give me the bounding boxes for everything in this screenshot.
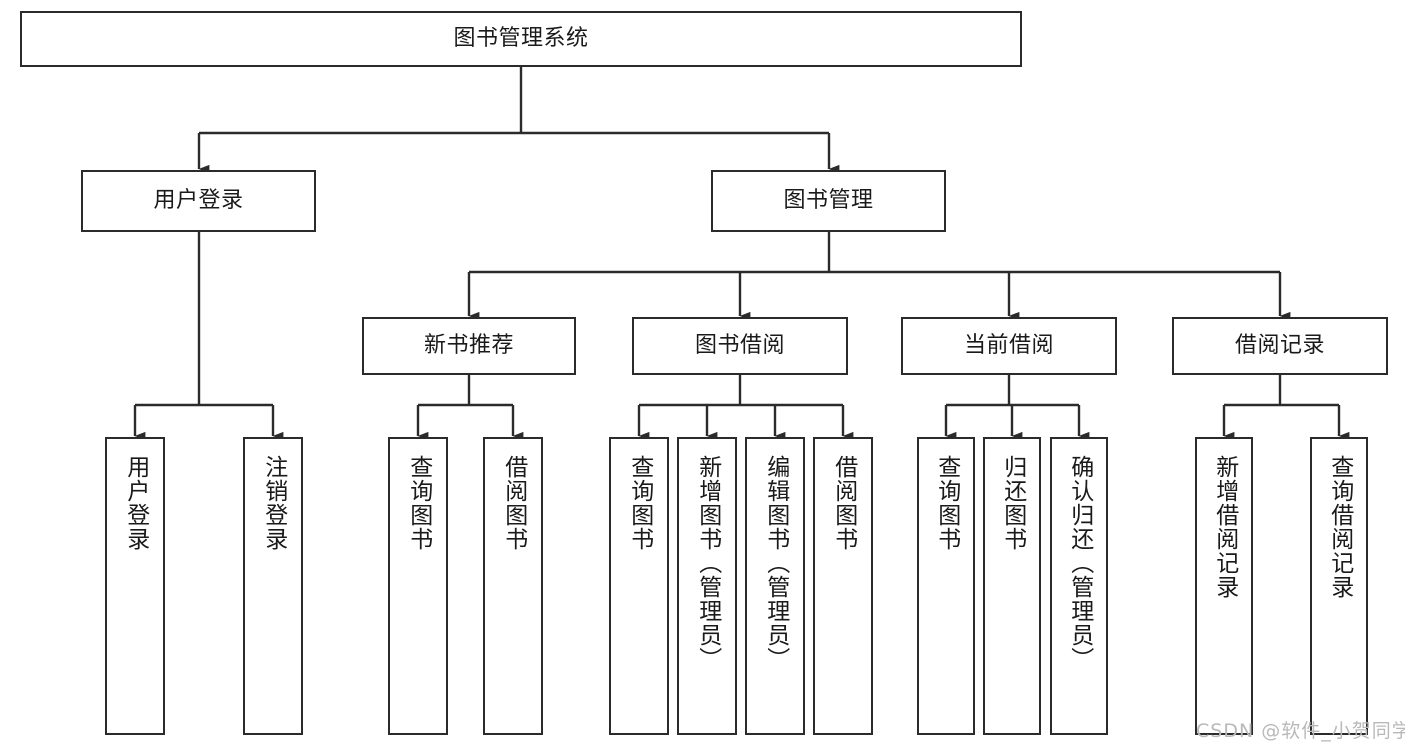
leaf-current-query-label: 查询图书 [933,455,960,551]
node-borrow-record[interactable]: 借阅记录 [1172,317,1388,375]
leaf-record-query-label: 查询借阅记录 [1326,455,1353,599]
leaf-current-confirm[interactable]: 确认归还（管理员） [1050,437,1108,735]
leaf-current-return-label: 归还图书 [999,455,1026,551]
node-user-login-label: 用户登录 [153,188,244,214]
leaf-logout[interactable]: 注销登录 [243,437,303,735]
leaf-borrow-edit-label: 编辑图书（管理员） [762,455,789,671]
node-new-book-recommend[interactable]: 新书推荐 [362,317,576,375]
leaf-user-login[interactable]: 用户登录 [105,437,165,735]
leaf-current-query[interactable]: 查询图书 [917,437,975,735]
leaf-current-return[interactable]: 归还图书 [983,437,1041,735]
leaf-user-login-label: 用户登录 [122,455,149,551]
leaf-borrow-borrow-label: 借阅图书 [830,455,857,551]
node-user-login[interactable]: 用户登录 [81,170,316,232]
node-current-borrow[interactable]: 当前借阅 [901,317,1117,375]
node-root[interactable]: 图书管理系统 [20,11,1022,67]
leaf-borrow-add[interactable]: 新增图书（管理员） [677,437,737,735]
node-new-book-recommend-label: 新书推荐 [423,333,514,359]
node-borrow-record-label: 借阅记录 [1234,333,1325,359]
leaf-logout-label: 注销登录 [260,455,287,551]
leaf-newbook-query[interactable]: 查询图书 [388,437,448,735]
leaf-record-add-label: 新增借阅记录 [1211,455,1238,599]
leaf-newbook-borrow[interactable]: 借阅图书 [483,437,543,735]
leaf-newbook-borrow-label: 借阅图书 [500,455,527,551]
leaf-borrow-edit[interactable]: 编辑图书（管理员） [745,437,805,735]
leaf-borrow-add-label: 新增图书（管理员） [694,455,721,671]
leaf-newbook-query-label: 查询图书 [405,455,432,551]
node-book-borrow-label: 图书借阅 [694,333,785,359]
leaf-current-confirm-label: 确认归还（管理员） [1066,455,1093,671]
leaf-record-add[interactable]: 新增借阅记录 [1195,437,1253,735]
leaf-borrow-query[interactable]: 查询图书 [609,437,669,735]
leaf-record-query[interactable]: 查询借阅记录 [1310,437,1368,735]
leaf-borrow-borrow[interactable]: 借阅图书 [813,437,873,735]
node-root-label: 图书管理系统 [453,26,589,52]
node-current-borrow-label: 当前借阅 [963,333,1054,359]
watermark: CSDN @软件_小贺同学 [1196,720,1405,742]
node-book-borrow[interactable]: 图书借阅 [632,317,848,375]
node-book-manage-label: 图书管理 [783,188,874,214]
node-book-manage[interactable]: 图书管理 [711,170,946,232]
leaf-borrow-query-label: 查询图书 [626,455,653,551]
